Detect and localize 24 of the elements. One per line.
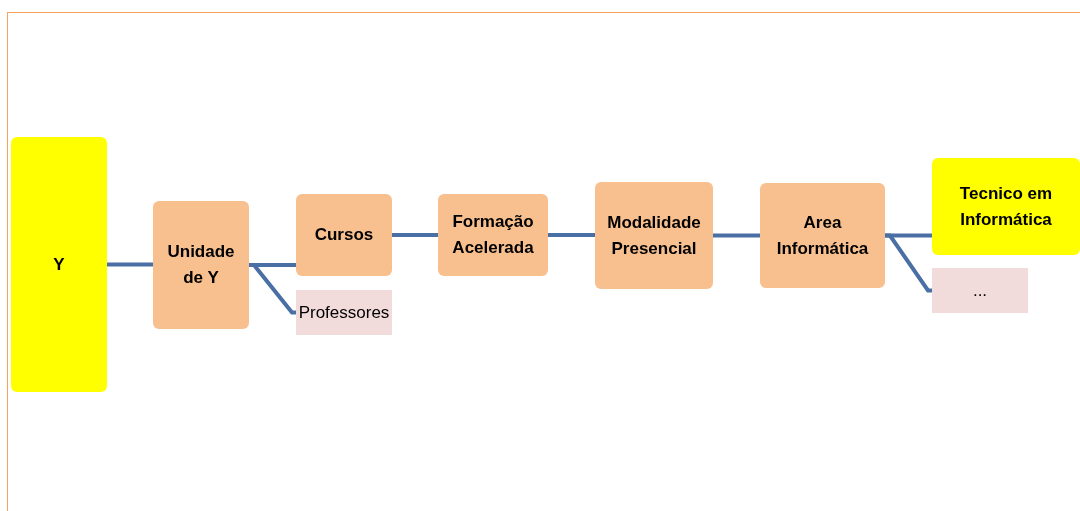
node-label: Formação Acelerada (451, 211, 535, 259)
process-box (153, 201, 249, 329)
connector-line (249, 263, 296, 315)
node-label: Modalidade Presencial (606, 211, 702, 260)
process-box (760, 183, 885, 288)
process-box (595, 182, 713, 289)
connector-line (885, 233, 932, 293)
node-label: Unidade de Y (166, 241, 236, 289)
node-label: Y (53, 253, 65, 276)
node-label: Professores (298, 301, 390, 324)
node-label: ... (972, 279, 988, 302)
node-label: Area Informática (775, 211, 870, 260)
connector-line (548, 233, 595, 237)
connector-line (107, 262, 153, 267)
highlight-box (932, 158, 1080, 255)
node-label: Cursos (314, 224, 374, 246)
sub-box (296, 290, 392, 335)
sub-box (932, 268, 1028, 313)
connector-line (713, 233, 760, 238)
process-box (296, 194, 392, 276)
highlight-box (11, 137, 107, 392)
connector-line (392, 233, 438, 237)
process-box (438, 194, 548, 276)
node-label: Tecnico em Informática (958, 182, 1054, 231)
